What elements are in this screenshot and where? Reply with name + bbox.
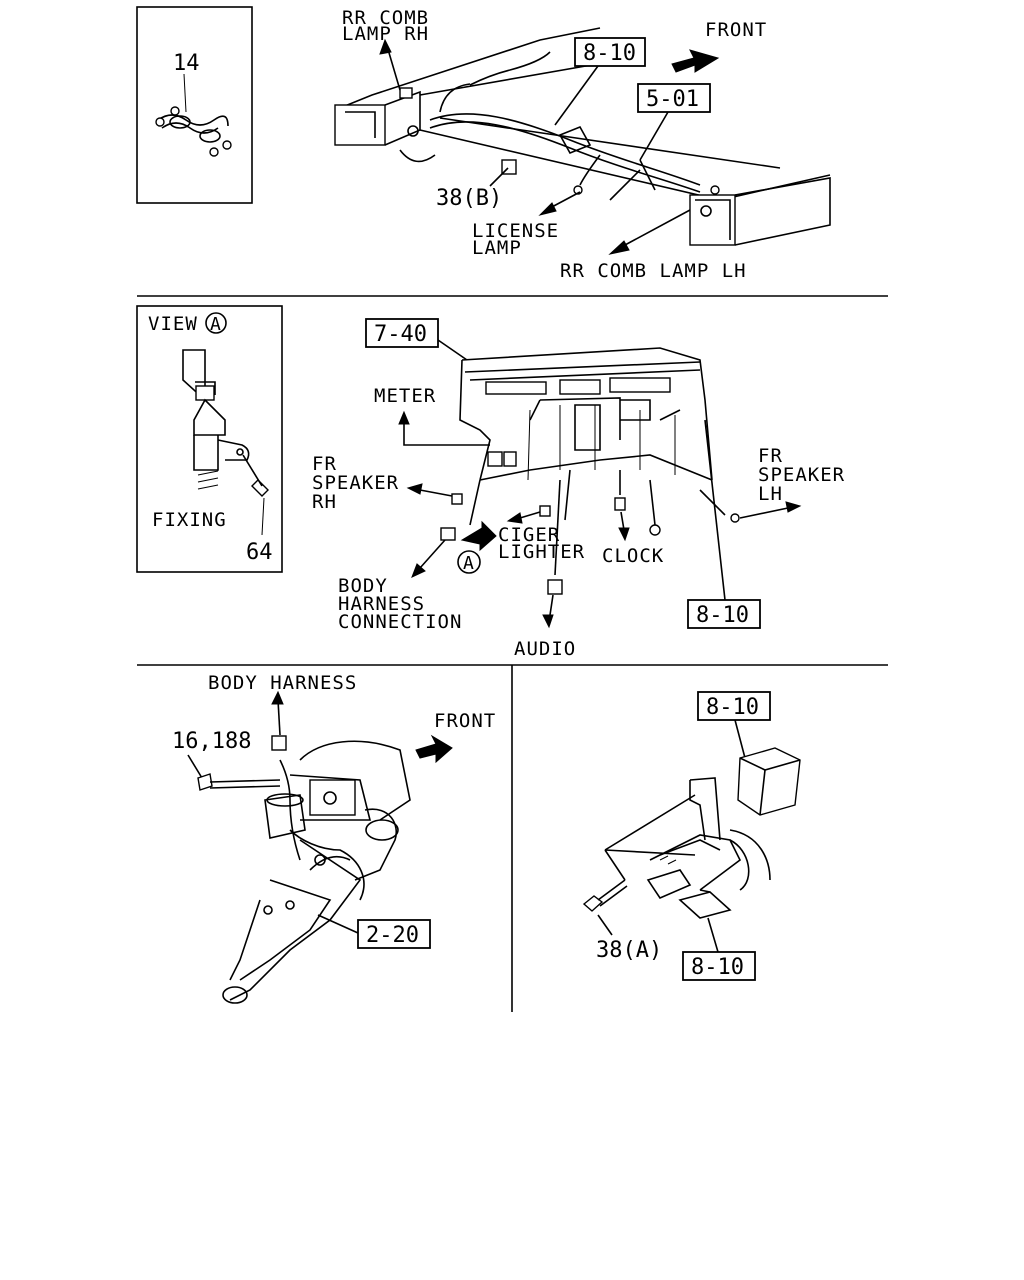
label-body-harness-connection: BODY	[338, 575, 388, 597]
label-body-harness-connection-3: CONNECTION	[338, 611, 462, 633]
label-fixing: FIXING	[152, 509, 227, 531]
inset-part-number: 14	[173, 51, 200, 76]
label-body-harness: BODY HARNESS	[208, 672, 357, 694]
label-bolt-38b: 38(B)	[436, 186, 502, 211]
front-arrow-icon	[671, 49, 720, 73]
label-part-16-188: 16,188	[172, 729, 251, 754]
front-arrow-icon-bottom	[415, 734, 453, 764]
label-view: VIEW	[148, 313, 198, 335]
label-license-lamp: LICENSE	[472, 220, 559, 242]
fixing-part-number: 64	[246, 540, 273, 565]
pedal-bracket-illustration	[582, 747, 801, 919]
label-front-bottom: FRONT	[434, 710, 496, 732]
label-fr-speaker-lh-2: SPEAKER	[758, 464, 845, 486]
dashboard-illustration	[440, 347, 740, 601]
label-fr-speaker-lh: FR	[758, 445, 783, 467]
fixing-illustration	[182, 349, 269, 497]
panel-rear-harness: 14	[136, 6, 831, 282]
label-ciger-lighter-2: LIGHTER	[498, 541, 585, 563]
ref-box-8-10-right-top	[697, 691, 771, 721]
ref-box-8-10-top	[574, 37, 646, 67]
transmission-illustration	[222, 740, 411, 1004]
view-a-arrow-icon	[460, 520, 497, 552]
view-mark-a: A	[210, 314, 222, 335]
label-meter: METER	[374, 385, 436, 407]
ref-box-8-10-mid	[687, 599, 761, 629]
ref-5-01: 5-01	[646, 87, 699, 112]
label-front-top: FRONT	[705, 19, 767, 41]
clip-illustration	[155, 106, 232, 157]
ref-8-10-right-bottom: 8-10	[691, 955, 744, 980]
label-fr-speaker-rh-2: SPEAKER	[312, 472, 399, 494]
label-rr-comb-lamp-rh: RR COMB	[342, 7, 429, 29]
panel-transmission-harness: BODY HARNESS FRONT 16,188	[172, 672, 496, 1004]
ref-box-7-40	[365, 318, 439, 348]
label-body-harness-connection-2: HARNESS	[338, 593, 425, 615]
ref-box-2-20	[357, 919, 431, 949]
mark-a: A	[463, 553, 475, 574]
ref-8-10-mid: 8-10	[696, 603, 749, 628]
panel-pedal-module: 8-10 38(A) 8-10	[582, 691, 801, 981]
label-fr-speaker-rh: FR	[312, 453, 337, 475]
inset-box-view-a	[136, 305, 283, 573]
ref-2-20: 2-20	[366, 923, 419, 948]
label-bolt-38a: 38(A)	[596, 938, 662, 963]
panel-instrument-harness: VIEW A FIXING 64 7-40	[136, 305, 845, 660]
label-fr-speaker-lh-3: LH	[758, 483, 783, 505]
label-audio: AUDIO	[514, 638, 576, 660]
label-clock: CLOCK	[602, 545, 664, 567]
label-fr-speaker-rh-3: RH	[312, 491, 337, 513]
label-license-lamp-2: LAMP	[472, 237, 522, 259]
ref-box-8-10-right-bottom	[682, 951, 756, 981]
label-ciger-lighter: CIGER	[498, 524, 560, 546]
label-rr-comb-lamp-lh: RR COMB LAMP LH	[560, 260, 747, 282]
inset-box-clip	[136, 6, 253, 204]
ref-8-10-top: 8-10	[583, 41, 636, 66]
ref-8-10-right-top: 8-10	[706, 695, 759, 720]
ref-7-40: 7-40	[374, 322, 427, 347]
label-rr-comb-lamp-rh-2: LAMP RH	[342, 23, 429, 45]
ref-box-5-01	[637, 83, 711, 113]
